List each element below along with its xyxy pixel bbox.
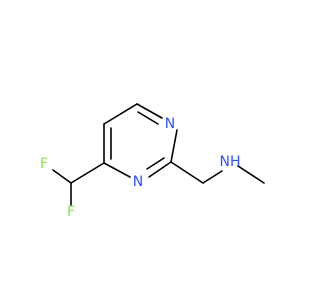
bond-c4-chf2 <box>70 162 105 184</box>
bond-c6-n1-inner <box>137 111 159 125</box>
structure-canvas: F F N N NH <box>40 103 265 220</box>
bond-n3-c4 <box>103 162 131 178</box>
bond-c5-c6 <box>103 103 138 125</box>
bond-n1-c2 <box>170 129 178 163</box>
bonds <box>52 103 265 206</box>
bond-c2-n3-inner <box>146 157 165 170</box>
bond-c2-n3 <box>148 161 172 178</box>
bond-nh-ch3 <box>237 165 265 184</box>
fluorine-label-1: F <box>40 156 48 172</box>
nitrogen-label-n3: N <box>133 174 143 190</box>
bond-c6-n1 <box>136 103 163 119</box>
bond-ch2-nh <box>202 170 223 184</box>
amine-nh-label: NH <box>220 154 241 170</box>
nitrogen-label-n1: N <box>165 116 175 132</box>
bond-c2-ch2 <box>170 161 204 184</box>
bond-chf2-f1 <box>52 169 72 184</box>
fluorine-label-2: F <box>67 204 75 220</box>
atom-labels: F F N N NH <box>40 116 241 220</box>
